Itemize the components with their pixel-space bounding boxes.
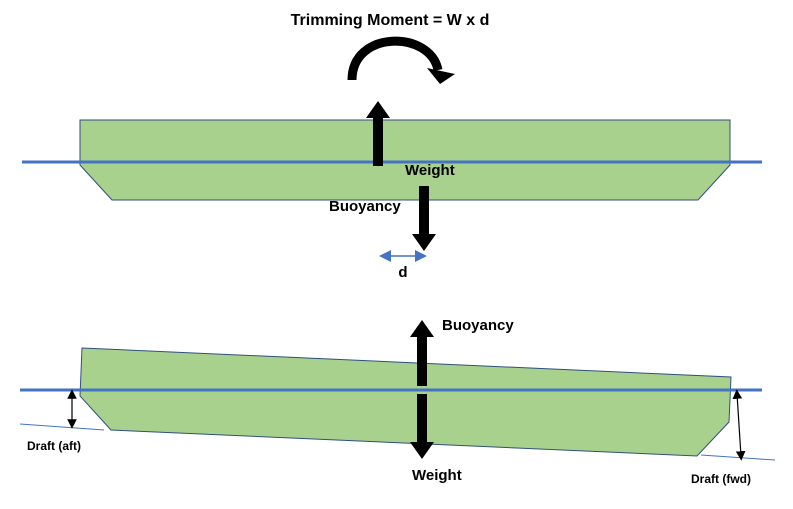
draft-fwd-baseline xyxy=(700,454,776,461)
weight-arrow-top-icon xyxy=(412,186,436,251)
draft-aft-label: Draft (aft) xyxy=(27,439,81,453)
draft-fwd-label: Draft (fwd) xyxy=(691,472,751,486)
hull-top xyxy=(79,119,731,201)
weight-label-bottom: Weight xyxy=(412,467,462,484)
buoyancy-label-bottom: Buoyancy xyxy=(442,317,514,334)
hull-bottom xyxy=(79,347,732,457)
draft-aft-baseline xyxy=(19,423,105,431)
draft-fwd-arrow-icon xyxy=(732,389,746,461)
trimming-moment-arrow-icon xyxy=(347,36,455,84)
buoyancy-label-top: Buoyancy xyxy=(329,198,401,215)
weight-arrow-bottom-icon xyxy=(410,394,434,459)
buoyancy-arrow-bottom-icon xyxy=(410,320,434,386)
weight-label-top: Weight xyxy=(405,162,455,179)
buoyancy-arrow-top-icon xyxy=(366,101,390,166)
title: Trimming Moment = W x d xyxy=(291,12,490,29)
distance-d-label: d xyxy=(398,264,407,281)
